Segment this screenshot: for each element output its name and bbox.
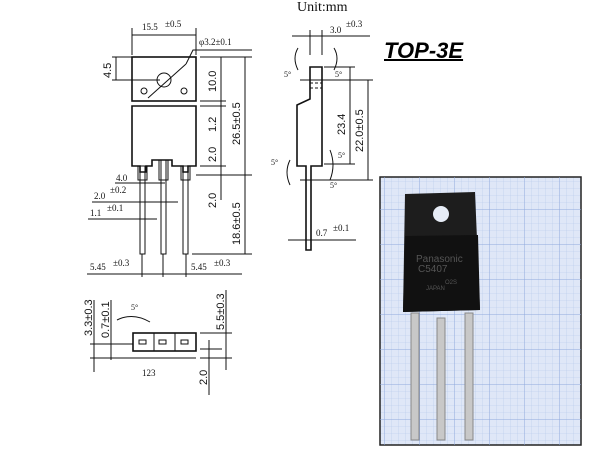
- photo-code: O2S: [445, 280, 457, 286]
- dim-pitch-right: 5.45: [191, 262, 207, 272]
- dim-gap: 1.2: [207, 117, 219, 132]
- dim-tab-height: 10.0: [207, 71, 219, 92]
- dim-overall-height: 26.5±0.5: [231, 102, 243, 145]
- dim-body-height: 23.4: [336, 114, 348, 135]
- dim-body-height2: 22.0±0.5: [354, 109, 366, 152]
- dim-angle: 5°: [131, 303, 138, 312]
- dim-width: 15.5: [142, 22, 158, 32]
- package-title: TOP-3E: [384, 38, 464, 63]
- unit-label: Unit:mm: [297, 0, 348, 15]
- bottom-view: 3.3±0.3 0.7±0.1 5° 123 5.5±0.3 2.0: [83, 290, 232, 395]
- dim-lead-step: 2.0: [207, 193, 219, 208]
- dim-pitch-left: 5.45: [90, 262, 106, 272]
- pin-numbers: 123: [142, 368, 156, 378]
- dim-a: 3.3±0.3: [83, 299, 95, 336]
- dim-lead-shoulder: 4.0: [116, 173, 128, 183]
- dim-step: 2.0: [207, 147, 219, 162]
- dim-thickness-tol: ±0.3: [346, 19, 363, 29]
- side-view: 3.0 ±0.3 23.4 22.0±0.5 5° 5° 5° 5° 5° 0.…: [271, 19, 373, 251]
- front-view: 15.5 ±0.5 φ3.2±0.1 4.5 10.0 1.2 2.0 26.5…: [87, 19, 252, 277]
- dim-shoulder-width: 2.0: [94, 191, 106, 201]
- photo-part: C5407: [418, 264, 448, 275]
- angle-label: 5°: [338, 151, 345, 160]
- angle-label: 5°: [284, 70, 291, 79]
- photo-origin: JAPAN: [426, 286, 445, 292]
- dim-lead-thickness-tol: ±0.1: [333, 223, 349, 233]
- dim-tab-offset: 4.5: [102, 63, 114, 78]
- dim-lead-thickness: 0.7: [316, 228, 328, 238]
- leads: [137, 159, 191, 255]
- dim-lead-length: 18.6±0.5: [231, 202, 243, 245]
- tab-outline: [131, 56, 197, 102]
- dim-hole: φ3.2±0.1: [199, 37, 232, 47]
- component-photo: Panasonic C5407 O2S JAPAN: [379, 176, 582, 446]
- side-profile: [296, 66, 323, 251]
- angle-label: 5°: [271, 158, 278, 167]
- dim-pitch-left-tol: ±0.3: [113, 258, 130, 268]
- photo-brand: Panasonic: [416, 254, 463, 265]
- angle-label: 5°: [330, 181, 337, 190]
- dim-d: 2.0: [198, 370, 210, 385]
- ejector-mark-right: [180, 87, 188, 95]
- dim-thickness: 3.0: [330, 25, 342, 35]
- dim-pitch-right-tol: ±0.3: [214, 258, 231, 268]
- angle-label: 5°: [335, 70, 342, 79]
- ejector-mark-left: [140, 87, 148, 95]
- dim-width-tol: ±0.5: [165, 19, 182, 29]
- body-outline: [131, 105, 197, 173]
- dim-shoulder-tol: ±0.2: [110, 185, 126, 195]
- dim-c: 5.5±0.3: [215, 293, 227, 330]
- dim-lead-width-tol: ±0.1: [107, 203, 123, 213]
- dim-b: 0.7±0.1: [100, 301, 112, 338]
- bottom-outline: [132, 332, 197, 352]
- dim-lead-width: 1.1: [90, 208, 101, 218]
